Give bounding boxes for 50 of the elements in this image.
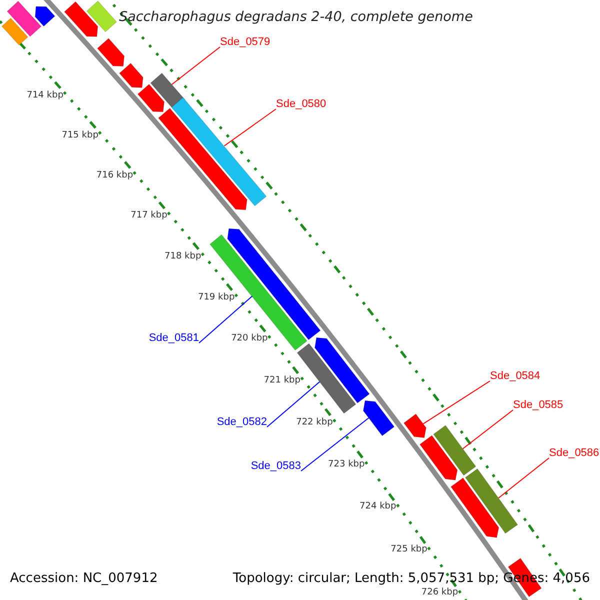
scale-label: 722 kbp xyxy=(296,417,333,428)
leader-line xyxy=(171,46,220,85)
footer-note: Accession: NC_007912 xyxy=(10,571,158,587)
gene-label: Sde_0586 xyxy=(549,446,600,460)
gene-feature xyxy=(96,38,125,67)
scale-label: 723 kbp xyxy=(328,459,365,470)
footer-note: Topology: circular; Length: 5,057,531 bp; Genes: 4,056 xyxy=(232,571,590,587)
gene-feature xyxy=(403,414,426,438)
gene-label: Sde_0583 xyxy=(250,459,301,473)
leader-line xyxy=(300,417,370,472)
scale-label: 720 kbp xyxy=(231,334,268,345)
gene-feature xyxy=(34,6,56,27)
leader-line xyxy=(266,381,320,428)
scale-label: 721 kbp xyxy=(264,375,300,386)
scale-label: 725 kbp xyxy=(390,544,428,556)
gene-feature xyxy=(1,18,28,46)
gene-feature xyxy=(86,0,117,32)
gene-feature xyxy=(419,435,458,480)
gene-feature xyxy=(137,84,165,112)
leader-line xyxy=(462,410,514,450)
gene-label: Sde_0580 xyxy=(276,97,326,111)
leader-line xyxy=(422,380,490,424)
scale-label: 718 kbp xyxy=(164,251,202,262)
gene-feature xyxy=(118,62,144,88)
gene-feature xyxy=(150,72,186,110)
gene-feature xyxy=(314,337,370,404)
scale-label: 726 kbp xyxy=(421,587,458,598)
gene-label: Sde_0579 xyxy=(220,35,270,49)
gene-feature xyxy=(450,477,500,538)
gene-feature xyxy=(64,1,98,37)
scale-label: 719 kbp xyxy=(198,292,235,304)
scale-label: 715 kbp xyxy=(62,130,98,142)
scale-label: 714 kbp xyxy=(26,90,64,102)
gene-feature xyxy=(464,468,518,534)
scale-label: 716 kbp xyxy=(96,170,134,182)
gene-feature xyxy=(171,97,267,206)
gene-label: Sde_0582 xyxy=(216,415,267,429)
leader-line xyxy=(224,108,276,146)
gene-feature xyxy=(362,400,395,436)
leader-line xyxy=(198,296,253,344)
gene-label: Sde_0584 xyxy=(490,369,540,383)
gene-label: Sde_0585 xyxy=(513,398,564,412)
gene-feature xyxy=(433,424,476,476)
gene-label: Sde_0581 xyxy=(148,331,199,345)
diagram-title: Saccharophagus degradans 2-40, complete genome xyxy=(119,9,473,26)
gene-feature xyxy=(158,108,248,210)
scale-label: 724 kbp xyxy=(360,502,396,513)
scale-label: 717 kbp xyxy=(130,210,168,222)
leader-line xyxy=(498,458,550,498)
gene-feature xyxy=(6,0,42,37)
